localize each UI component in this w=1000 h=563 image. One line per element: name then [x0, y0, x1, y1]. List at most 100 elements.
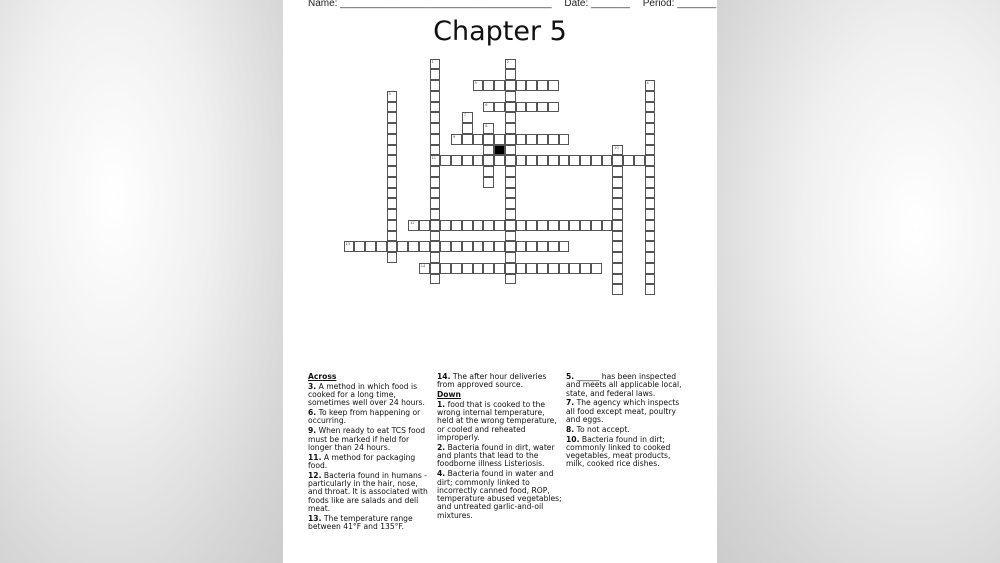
grid-cell[interactable]: [537, 133, 548, 145]
grid-cell[interactable]: [515, 262, 527, 274]
grid-cell[interactable]: [386, 219, 398, 231]
grid-cell[interactable]: [483, 144, 494, 156]
grid-cell[interactable]: [537, 219, 548, 231]
grid-cell[interactable]: [612, 262, 623, 274]
grid-cell[interactable]: [429, 80, 441, 91]
grid-cell[interactable]: [472, 133, 484, 145]
grid-cell[interactable]: [526, 133, 537, 145]
grid-cell[interactable]: [515, 241, 527, 252]
grid-cell[interactable]: [461, 219, 473, 231]
grid-cell[interactable]: [461, 241, 473, 252]
grid-cell[interactable]: [429, 101, 441, 113]
grid-cell[interactable]: [537, 241, 548, 252]
grid-cell[interactable]: 1: [429, 58, 441, 70]
grid-cell[interactable]: 5: [386, 90, 398, 102]
grid-cell[interactable]: [472, 241, 484, 252]
grid-cell[interactable]: [590, 219, 602, 231]
grid-cell[interactable]: [590, 155, 602, 166]
grid-cell[interactable]: [504, 69, 516, 80]
grid-cell[interactable]: 3: [472, 80, 484, 91]
grid-cell[interactable]: [504, 112, 516, 123]
grid-cell[interactable]: [386, 133, 398, 145]
grid-cell[interactable]: [429, 241, 441, 252]
grid-cell[interactable]: [644, 230, 656, 242]
grid-cell[interactable]: [644, 219, 656, 231]
grid-cell[interactable]: [644, 209, 656, 220]
grid-cell[interactable]: [429, 198, 441, 209]
grid-cell[interactable]: [644, 155, 656, 166]
grid-cell[interactable]: [633, 155, 645, 166]
grid-cell[interactable]: [504, 176, 516, 188]
grid-cell[interactable]: [483, 176, 494, 188]
grid-cell[interactable]: [558, 155, 570, 166]
grid-cell[interactable]: [461, 133, 473, 145]
grid-cell[interactable]: [472, 219, 484, 231]
grid-cell[interactable]: 4: [644, 80, 656, 91]
grid-cell[interactable]: [472, 262, 484, 274]
grid-cell[interactable]: [644, 273, 656, 285]
grid-cell[interactable]: [612, 187, 623, 199]
grid-cell[interactable]: [504, 219, 516, 231]
grid-cell[interactable]: [644, 284, 656, 295]
grid-cell[interactable]: [547, 219, 559, 231]
grid-cell[interactable]: [483, 241, 494, 252]
grid-cell[interactable]: [483, 133, 494, 145]
grid-cell[interactable]: [397, 241, 408, 252]
grid-cell[interactable]: [515, 133, 527, 145]
grid-cell[interactable]: [386, 123, 398, 134]
grid-cell[interactable]: [386, 198, 398, 209]
grid-cell[interactable]: 13: [343, 241, 355, 252]
grid-cell[interactable]: [483, 80, 494, 91]
grid-cell[interactable]: [526, 155, 537, 166]
grid-cell[interactable]: [644, 133, 656, 145]
grid-cell[interactable]: [644, 262, 656, 274]
grid-cell[interactable]: [483, 262, 494, 274]
grid-cell[interactable]: [440, 262, 451, 274]
grid-cell[interactable]: [515, 101, 527, 113]
grid-cell[interactable]: [429, 219, 441, 231]
grid-cell[interactable]: 8: [483, 123, 494, 134]
grid-cell[interactable]: [494, 219, 505, 231]
grid-cell[interactable]: [483, 155, 494, 166]
grid-cell[interactable]: [558, 133, 570, 145]
grid-cell[interactable]: [612, 252, 623, 263]
grid-cell[interactable]: [504, 144, 516, 156]
grid-cell[interactable]: [461, 123, 473, 134]
grid-cell[interactable]: [644, 187, 656, 199]
grid-cell[interactable]: 14: [418, 262, 430, 274]
grid-cell[interactable]: [504, 252, 516, 263]
grid-cell[interactable]: [526, 262, 537, 274]
grid-cell[interactable]: [472, 155, 484, 166]
grid-cell[interactable]: [644, 252, 656, 263]
grid-cell[interactable]: [429, 187, 441, 199]
grid-cell[interactable]: [526, 241, 537, 252]
grid-cell[interactable]: [537, 155, 548, 166]
grid-cell[interactable]: [386, 176, 398, 188]
grid-cell[interactable]: [386, 101, 398, 113]
grid-cell[interactable]: [429, 123, 441, 134]
grid-cell[interactable]: [483, 219, 494, 231]
grid-cell[interactable]: [644, 90, 656, 102]
grid-cell[interactable]: [612, 241, 623, 252]
grid-cell[interactable]: [504, 209, 516, 220]
grid-cell[interactable]: [504, 133, 516, 145]
grid-cell[interactable]: 7: [461, 112, 473, 123]
grid-cell[interactable]: [580, 219, 591, 231]
grid-cell[interactable]: [504, 80, 516, 91]
grid-cell[interactable]: [429, 133, 441, 145]
grid-cell[interactable]: [612, 284, 623, 295]
grid-cell[interactable]: [429, 166, 441, 177]
grid-cell[interactable]: [569, 262, 580, 274]
grid-cell[interactable]: [429, 69, 441, 80]
grid-cell[interactable]: [569, 219, 580, 231]
grid-cell[interactable]: [504, 273, 516, 285]
grid-cell[interactable]: [547, 101, 559, 113]
grid-cell[interactable]: [429, 252, 441, 263]
grid-cell[interactable]: [644, 241, 656, 252]
grid-cell[interactable]: [612, 198, 623, 209]
grid-cell[interactable]: [418, 219, 430, 231]
grid-cell[interactable]: [429, 262, 441, 274]
grid-cell[interactable]: 2: [504, 58, 516, 70]
grid-cell[interactable]: [526, 101, 537, 113]
grid-cell[interactable]: [418, 241, 430, 252]
